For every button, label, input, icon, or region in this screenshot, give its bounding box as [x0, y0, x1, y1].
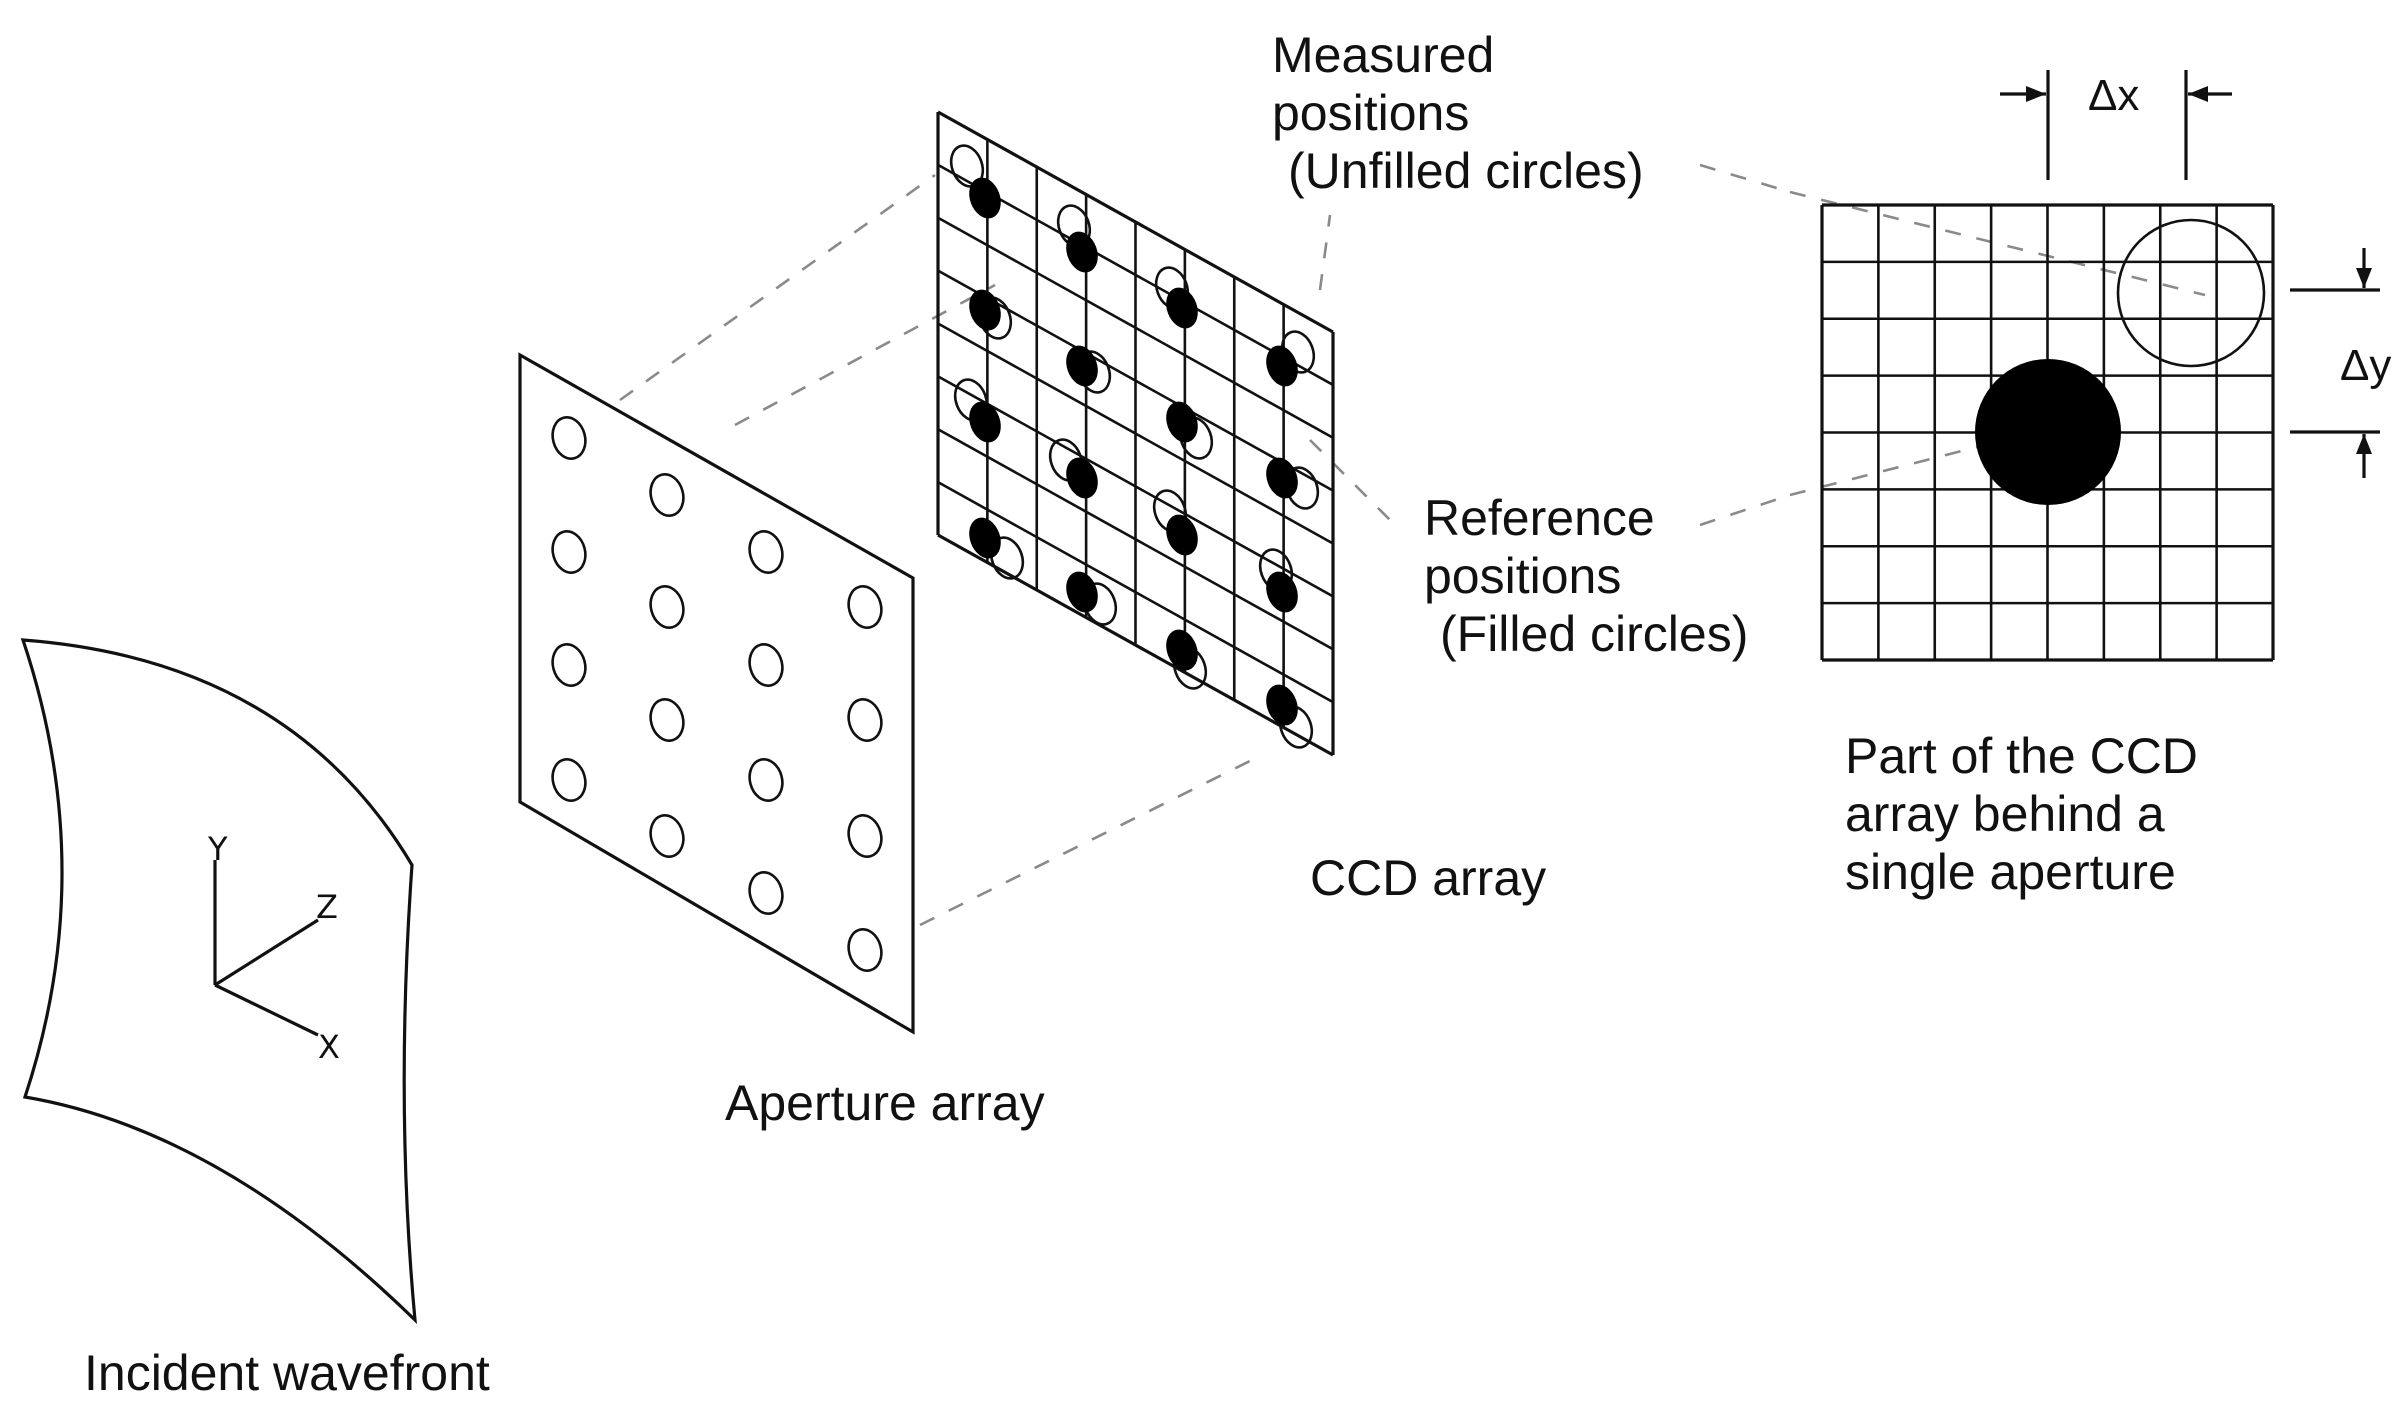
- aperture-holes: [551, 415, 883, 973]
- ccd-detail-label-1: Part of the CCD: [1845, 728, 2198, 784]
- reference-spot: [1266, 457, 1298, 499]
- aperture-hole: [649, 813, 685, 859]
- ccd-grid-line: [937, 533, 1334, 757]
- reference-spot: [1266, 571, 1298, 613]
- reference-spot: [1166, 401, 1198, 443]
- aperture-hole: [649, 697, 685, 743]
- reference-spot: [969, 289, 1001, 331]
- aperture-hole: [649, 584, 685, 630]
- aperture-hole: [551, 757, 587, 803]
- aperture-hole: [748, 757, 784, 803]
- aperture-hole: [748, 642, 784, 688]
- ccd-grid-line: [937, 480, 1334, 704]
- reference-spot: [1166, 629, 1198, 671]
- aperture-hole: [551, 415, 587, 461]
- aperture-hole: [847, 813, 883, 859]
- aperture-hole: [748, 870, 784, 916]
- aperture-hole: [847, 697, 883, 743]
- reference-spot: [1066, 571, 1098, 613]
- reference-spot: [1166, 514, 1198, 556]
- measured-spot: [2116, 218, 2266, 368]
- measured-positions-label-2: positions: [1272, 85, 1469, 141]
- aperture-hole: [551, 642, 587, 688]
- measured-positions-label-3: (Unfilled circles): [1288, 143, 1644, 199]
- aperture-array: [518, 352, 915, 1035]
- ccd-detail-label-2: array behind a: [1845, 786, 2165, 842]
- reference-positions-label-3: (Filled circles): [1440, 606, 1748, 662]
- axis-y-label: Y: [207, 830, 228, 868]
- reference-spot: [1066, 457, 1098, 499]
- measured-positions-label-1: Measured: [1272, 27, 1494, 83]
- delta-y-label: Δy: [2340, 341, 2391, 390]
- ccd-array-label: CCD array: [1310, 850, 1546, 906]
- aperture-hole: [649, 472, 685, 518]
- aperture-hole: [847, 927, 883, 973]
- reference-spot: [969, 401, 1001, 443]
- aperture-hole: [748, 529, 784, 575]
- reference-spot: [1266, 684, 1298, 726]
- reference-spot: [969, 517, 1001, 559]
- coordinate-axes: [213, 860, 319, 1037]
- axis-z-label: Z: [316, 888, 338, 926]
- axis-x-label: X: [318, 1028, 340, 1066]
- ccd-spots: [949, 144, 1320, 749]
- ccd-grid-line: [937, 428, 1334, 651]
- delta-x-dimension: [2000, 70, 2232, 180]
- aperture-hole: [847, 584, 883, 630]
- ccd-array: [936, 110, 1335, 757]
- incident-wavefront-label: Incident wavefront: [84, 1345, 490, 1401]
- reference-spot: [1975, 359, 2121, 505]
- ccd-detail: Δx Δy: [1820, 70, 2391, 662]
- incident-wavefront: Y Z X: [20, 638, 417, 1325]
- reference-spot: [1066, 231, 1098, 273]
- reference-spot: [1066, 345, 1098, 387]
- reference-spot: [969, 177, 1001, 219]
- ccd-grid-line: [937, 322, 1334, 545]
- reference-positions-label-1: Reference: [1424, 490, 1655, 546]
- delta-x-label: Δx: [2088, 71, 2139, 120]
- reference-spot: [1166, 287, 1198, 329]
- reference-spot: [1266, 345, 1298, 387]
- reference-positions-label-2: positions: [1424, 548, 1621, 604]
- ccd-grid-line: [937, 375, 1334, 598]
- delta-y-dimension: [2290, 248, 2380, 478]
- ccd-detail-label-3: single aperture: [1845, 844, 2176, 900]
- aperture-hole: [551, 529, 587, 575]
- aperture-array-label: Aperture array: [725, 1075, 1045, 1131]
